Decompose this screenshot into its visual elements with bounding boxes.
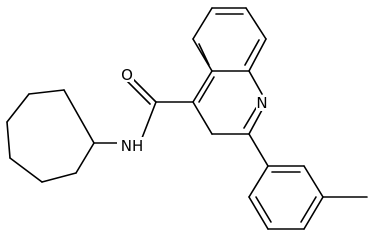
bond	[192, 38, 213, 72]
double-bond-inner	[300, 196, 317, 223]
bond	[248, 70, 263, 95]
bond	[28, 89, 65, 95]
bond	[6, 121, 11, 159]
bond	[41, 172, 77, 183]
atom-ring-nitrogen: N	[256, 94, 269, 112]
atom-amide-nitrogen: NH	[117, 137, 147, 155]
double-bond-inner	[198, 76, 215, 103]
tolyl-ring	[248, 133, 368, 230]
bond	[248, 109, 263, 135]
bond	[248, 196, 269, 230]
bond	[248, 165, 269, 198]
bond	[192, 101, 213, 135]
amide-group	[126, 78, 194, 139]
oxygen-label: O	[121, 66, 133, 84]
bond	[75, 142, 95, 174]
bond	[192, 70, 213, 103]
double-bond-inner	[243, 107, 257, 129]
bond	[248, 38, 267, 72]
amide-nitrogen-label: NH	[121, 137, 144, 155]
bond	[248, 133, 269, 167]
cycloheptyl-ring	[6, 89, 121, 183]
bond	[6, 93, 30, 123]
bond	[192, 7, 213, 40]
bond	[245, 7, 267, 40]
benzo-ring	[192, 7, 267, 72]
bond	[141, 101, 157, 139]
label-background	[117, 137, 147, 154]
pyridine-ring	[192, 70, 263, 135]
double-bond-inner	[255, 196, 272, 223]
bond	[303, 196, 324, 230]
double-bond-inner	[244, 39, 260, 66]
bond	[9, 157, 43, 183]
carbonyl-bond	[132, 78, 157, 103]
double-bond-inner	[198, 43, 210, 66]
ring-nitrogen-label: N	[256, 94, 267, 112]
bond	[63, 89, 95, 144]
label-background	[120, 66, 134, 82]
atom-oxygen: O	[120, 66, 134, 84]
bond	[303, 165, 324, 198]
label-background	[256, 95, 269, 111]
carbonyl-bond-second	[126, 80, 151, 105]
